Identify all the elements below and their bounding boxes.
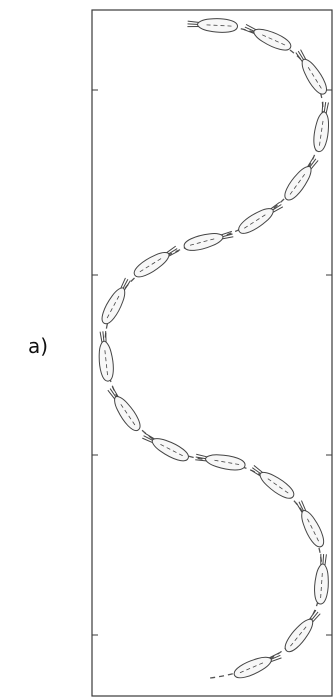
cell-body <box>313 564 329 605</box>
cell <box>248 462 297 502</box>
cell-body <box>110 393 144 434</box>
cell <box>232 649 283 681</box>
cell <box>312 101 332 152</box>
cell-body <box>204 452 246 472</box>
cell-body <box>297 508 327 550</box>
cell-body <box>98 285 129 327</box>
cell <box>281 608 323 655</box>
cell-body <box>281 163 315 203</box>
cell <box>131 243 181 281</box>
cell <box>293 499 327 550</box>
cell <box>98 276 134 326</box>
cell <box>183 228 235 254</box>
cell-sequence <box>96 17 332 681</box>
cell <box>281 155 321 203</box>
trajectory-path <box>105 25 323 678</box>
cell <box>187 17 238 33</box>
frame-ticks <box>92 90 332 635</box>
cell <box>96 331 115 382</box>
cell-body <box>312 111 331 153</box>
cell <box>105 385 144 434</box>
cell-body <box>131 248 172 281</box>
cell <box>195 450 247 472</box>
plot-frame <box>92 10 332 696</box>
cell <box>236 199 285 237</box>
cell <box>140 430 191 465</box>
cell-body <box>197 18 238 34</box>
cell <box>292 48 330 98</box>
cell <box>242 21 293 54</box>
